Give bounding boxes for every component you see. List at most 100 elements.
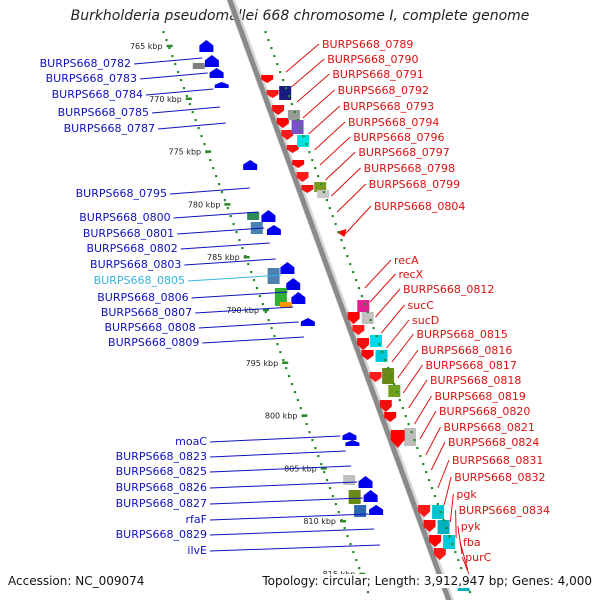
left-gene-label[interactable]: BURPS668_0802 xyxy=(86,242,177,255)
left-gene-label[interactable]: BURPS668_0823 xyxy=(116,450,207,463)
right-gene-label[interactable]: BURPS668_0792 xyxy=(338,84,429,97)
right-gene-label[interactable]: purC xyxy=(465,551,491,564)
right-gene-label[interactable]: BURPS668_0791 xyxy=(332,68,423,81)
gene-arrow[interactable] xyxy=(286,278,301,290)
left-gene-label[interactable]: BURPS668_0829 xyxy=(116,528,207,541)
gene-arrow[interactable] xyxy=(363,490,378,502)
gene-arrow[interactable] xyxy=(345,440,360,446)
feature-box[interactable] xyxy=(354,505,367,517)
right-gene-label[interactable]: BURPS668_0818 xyxy=(430,374,521,387)
gene-arrow[interactable] xyxy=(204,55,219,67)
left-gene-label[interactable]: ilvE xyxy=(187,544,207,557)
feature-box[interactable] xyxy=(192,63,205,69)
gene-arrow[interactable] xyxy=(379,400,392,412)
left-gene-label[interactable]: BURPS668_0782 xyxy=(40,57,131,70)
gene-arrow[interactable] xyxy=(209,68,224,78)
left-gene-label[interactable]: rfaF xyxy=(186,513,207,526)
left-gene-label[interactable]: moaC xyxy=(175,435,207,448)
gene-arrow-small[interactable] xyxy=(336,229,347,237)
right-gene-label[interactable]: BURPS668_0821 xyxy=(444,421,535,434)
right-gene-label[interactable]: pgk xyxy=(456,488,477,501)
gene-arrow[interactable] xyxy=(261,75,274,83)
right-gene-label[interactable]: BURPS668_0832 xyxy=(454,471,545,484)
right-gene-label[interactable]: BURPS668_0817 xyxy=(426,359,517,372)
gene-arrow[interactable] xyxy=(276,118,289,128)
right-gene-label[interactable]: BURPS668_0793 xyxy=(343,100,434,113)
feature-box[interactable] xyxy=(343,475,356,485)
feature-box[interactable] xyxy=(404,428,416,446)
gene-arrow[interactable] xyxy=(301,185,314,193)
right-gene-label[interactable]: BURPS668_0789 xyxy=(322,38,413,51)
gene-arrow[interactable] xyxy=(292,160,305,168)
right-gene-label[interactable]: BURPS668_0797 xyxy=(358,146,449,159)
right-gene-label[interactable]: BURPS668_0794 xyxy=(348,116,439,129)
right-gene-label[interactable]: fba xyxy=(463,536,481,549)
left-gene-label[interactable]: BURPS668_0809 xyxy=(108,336,199,349)
gene-arrow[interactable] xyxy=(291,292,306,304)
right-gene-label[interactable]: BURPS668_0820 xyxy=(439,405,530,418)
right-gene-label[interactable]: sucC xyxy=(408,299,435,312)
feature-box[interactable] xyxy=(348,490,361,504)
right-gene-label[interactable]: recA xyxy=(394,254,419,267)
left-gene-label[interactable]: BURPS668_0808 xyxy=(104,321,195,334)
gene-arrow[interactable] xyxy=(433,548,446,560)
gene-arrow[interactable] xyxy=(261,210,276,222)
feature-box[interactable] xyxy=(314,182,327,192)
feature-box[interactable] xyxy=(357,300,370,312)
gene-arrow[interactable] xyxy=(342,432,357,440)
gene-arrow[interactable] xyxy=(369,505,384,515)
gene-arrow[interactable] xyxy=(423,520,436,532)
right-gene-label[interactable]: BURPS668_0834 xyxy=(459,504,550,517)
feature-box[interactable] xyxy=(291,120,304,134)
gene-arrow[interactable] xyxy=(296,172,309,182)
gene-arrow[interactable] xyxy=(361,350,374,360)
left-gene-label[interactable]: BURPS668_0783 xyxy=(46,72,137,85)
gene-arrow[interactable] xyxy=(357,338,370,350)
gene-arrow[interactable] xyxy=(286,145,299,153)
right-gene-label[interactable]: BURPS668_0824 xyxy=(448,436,539,449)
feature-box[interactable] xyxy=(250,222,263,234)
right-gene-label[interactable]: BURPS668_0790 xyxy=(327,53,418,66)
left-gene-label[interactable]: BURPS668_0801 xyxy=(83,227,174,240)
feature-box[interactable] xyxy=(437,520,450,534)
feature-box[interactable] xyxy=(287,110,300,120)
gene-arrow[interactable] xyxy=(281,130,294,140)
left-gene-label[interactable]: BURPS668_0785 xyxy=(58,106,149,119)
gene-arrow[interactable] xyxy=(214,82,229,88)
feature-box[interactable] xyxy=(361,312,374,324)
left-gene-label[interactable]: BURPS668_0807 xyxy=(101,306,192,319)
right-gene-label[interactable]: BURPS668_0831 xyxy=(452,454,543,467)
right-gene-label[interactable]: BURPS668_0816 xyxy=(421,344,512,357)
left-gene-label[interactable]: BURPS668_0806 xyxy=(97,291,188,304)
feature-box[interactable] xyxy=(247,212,260,220)
right-gene-label[interactable]: BURPS668_0799 xyxy=(369,178,460,191)
gene-arrow[interactable] xyxy=(300,318,315,326)
gene-arrow[interactable] xyxy=(358,476,373,488)
right-gene-label[interactable]: BURPS668_0812 xyxy=(403,283,494,296)
gene-arrow[interactable] xyxy=(347,312,360,324)
gene-arrow[interactable] xyxy=(369,372,382,382)
left-gene-label[interactable]: BURPS668_0803 xyxy=(90,258,181,271)
gene-arrow[interactable] xyxy=(418,505,431,517)
right-gene-label[interactable]: BURPS668_0819 xyxy=(435,390,526,403)
gene-arrow[interactable] xyxy=(352,325,365,335)
right-gene-label[interactable]: BURPS668_0796 xyxy=(353,131,444,144)
feature-box[interactable] xyxy=(382,368,395,384)
left-gene-label[interactable]: BURPS668_0795 xyxy=(76,187,167,200)
gene-arrow[interactable] xyxy=(390,430,405,448)
feature-box[interactable] xyxy=(432,505,445,519)
gene-arrow[interactable] xyxy=(266,225,281,235)
right-gene-label[interactable]: sucD xyxy=(412,314,439,327)
left-gene-label[interactable]: BURPS668_0784 xyxy=(52,88,143,101)
feature-box[interactable] xyxy=(317,190,330,198)
right-gene-label[interactable]: BURPS668_0798 xyxy=(364,162,455,175)
gene-arrow[interactable] xyxy=(280,262,295,274)
gene-arrow[interactable] xyxy=(243,160,258,170)
right-gene-label[interactable]: BURPS668_0804 xyxy=(374,200,465,213)
left-gene-label[interactable]: BURPS668_0827 xyxy=(116,497,207,510)
right-gene-label[interactable]: recX xyxy=(399,268,424,281)
right-gene-label[interactable]: BURPS668_0815 xyxy=(417,328,508,341)
left-gene-label[interactable]: BURPS668_0805 xyxy=(94,274,185,287)
gene-arrow[interactable] xyxy=(272,105,285,115)
gene-arrow[interactable] xyxy=(266,90,279,98)
